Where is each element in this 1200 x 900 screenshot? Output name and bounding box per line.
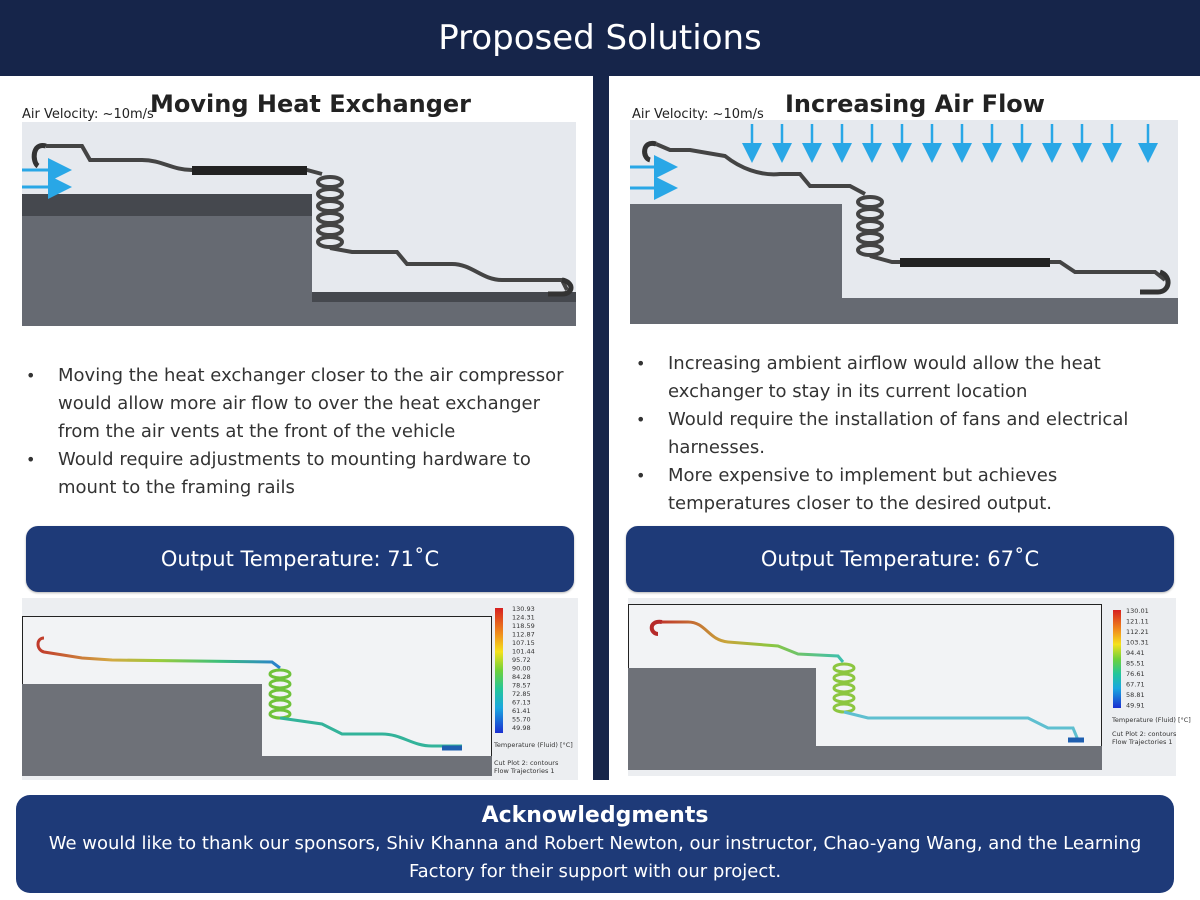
- left-panel-title: Moving Heat Exchanger: [150, 90, 472, 118]
- legend-value: 118.59: [512, 622, 535, 630]
- legend-label: Temperature (Fluid) [°C]: [1111, 716, 1191, 724]
- legend-value: 84.28: [512, 673, 531, 681]
- legend-label: Temperature (Fluid) [°C]: [493, 741, 573, 749]
- legend-value: 85.51: [1126, 660, 1145, 668]
- center-divider: [593, 76, 609, 780]
- right-panel-title: Increasing Air Flow: [785, 90, 1045, 118]
- acknowledgments-text: We would like to thank our sponsors, Shi…: [48, 833, 1142, 882]
- legend-value: 130.01: [1126, 607, 1149, 615]
- legend-footer: Cut Plot 2: contours: [494, 759, 559, 767]
- legend-value: 94.41: [1126, 649, 1145, 657]
- legend-value: 95.72: [512, 656, 531, 664]
- left-simulation-plot: 130.93 124.31 118.59 112.87 107.15 101.4…: [22, 598, 578, 780]
- acknowledgments-title: Acknowledgments: [481, 803, 709, 828]
- left-output-temperature: Output Temperature: 71˚C: [160, 547, 440, 571]
- list-item: Moving the heat exchanger closer to the …: [22, 362, 582, 446]
- list-item: Increasing ambient airflow would allow t…: [632, 350, 1172, 406]
- legend-value: 67.71: [1126, 681, 1145, 689]
- page-title: Proposed Solutions: [438, 18, 762, 58]
- legend-value: 124.31: [512, 614, 535, 622]
- legend-value: 72.85: [512, 690, 531, 698]
- legend-value: 112.87: [512, 631, 535, 639]
- left-air-velocity-label: Air Velocity: ~10m/s: [22, 107, 154, 122]
- legend-value: 58.81: [1126, 691, 1145, 699]
- legend-footer: Cut Plot 2: contours: [1112, 730, 1177, 738]
- acknowledgments-box: Acknowledgments We would like to thank o…: [16, 795, 1174, 893]
- legend-value: 103.31: [1126, 639, 1149, 647]
- right-output-temperature: Output Temperature: 67˚C: [760, 547, 1040, 571]
- list-item: Would require the installation of fans a…: [632, 406, 1172, 462]
- legend-value: 55.70: [512, 716, 531, 724]
- left-bullet-list: Moving the heat exchanger closer to the …: [22, 362, 582, 502]
- header-banner: Proposed Solutions: [0, 0, 1200, 76]
- right-cad-diagram: [630, 120, 1178, 324]
- legend-value: 76.61: [1126, 670, 1145, 678]
- list-item: More expensive to implement but achieves…: [632, 462, 1172, 518]
- right-simulation-plot: 130.01 121.11 112.21 103.31 94.41 85.51 …: [628, 598, 1191, 776]
- legend-value: 90.00: [512, 665, 531, 673]
- legend-value: 101.44: [512, 648, 535, 656]
- left-output-temperature-box: Output Temperature: 71˚C: [26, 526, 574, 592]
- legend-value: 49.91: [1126, 702, 1145, 710]
- legend-value: 107.15: [512, 639, 535, 647]
- legend-value: 78.57: [512, 682, 531, 690]
- legend-footer: Flow Trajectories 1: [494, 767, 555, 775]
- right-bullet-list: Increasing ambient airflow would allow t…: [632, 350, 1172, 518]
- legend-value: 67.13: [512, 699, 531, 707]
- legend-value: 112.21: [1126, 628, 1149, 636]
- legend-value: 49.98: [512, 724, 531, 732]
- legend-footer: Flow Trajectories 1: [1112, 738, 1173, 746]
- right-air-velocity-label: Air Velocity: ~10m/s: [632, 107, 764, 122]
- legend-value: 121.11: [1126, 618, 1149, 626]
- list-item: Would require adjustments to mounting ha…: [22, 446, 582, 502]
- left-cad-diagram: [22, 122, 576, 326]
- legend-value: 61.41: [512, 707, 531, 715]
- right-output-temperature-box: Output Temperature: 67˚C: [626, 526, 1174, 592]
- legend-value: 130.93: [512, 605, 535, 613]
